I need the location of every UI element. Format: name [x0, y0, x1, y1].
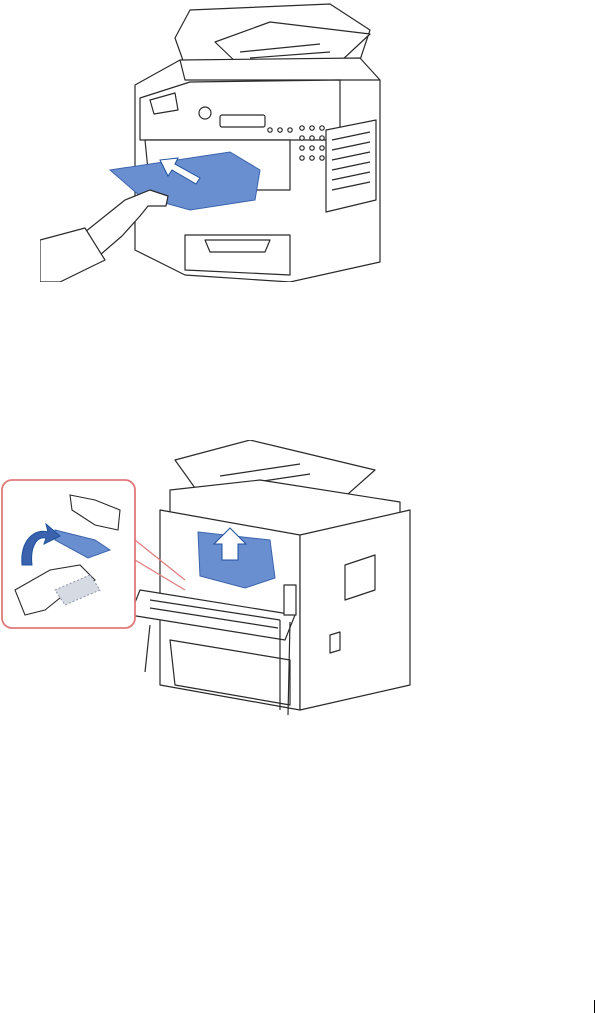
page-edge-marker — [594, 1000, 595, 1013]
rear-paper-jam-illustration — [0, 440, 420, 720]
front-paper-jam-illustration — [40, 0, 390, 282]
display-screen — [220, 115, 265, 127]
